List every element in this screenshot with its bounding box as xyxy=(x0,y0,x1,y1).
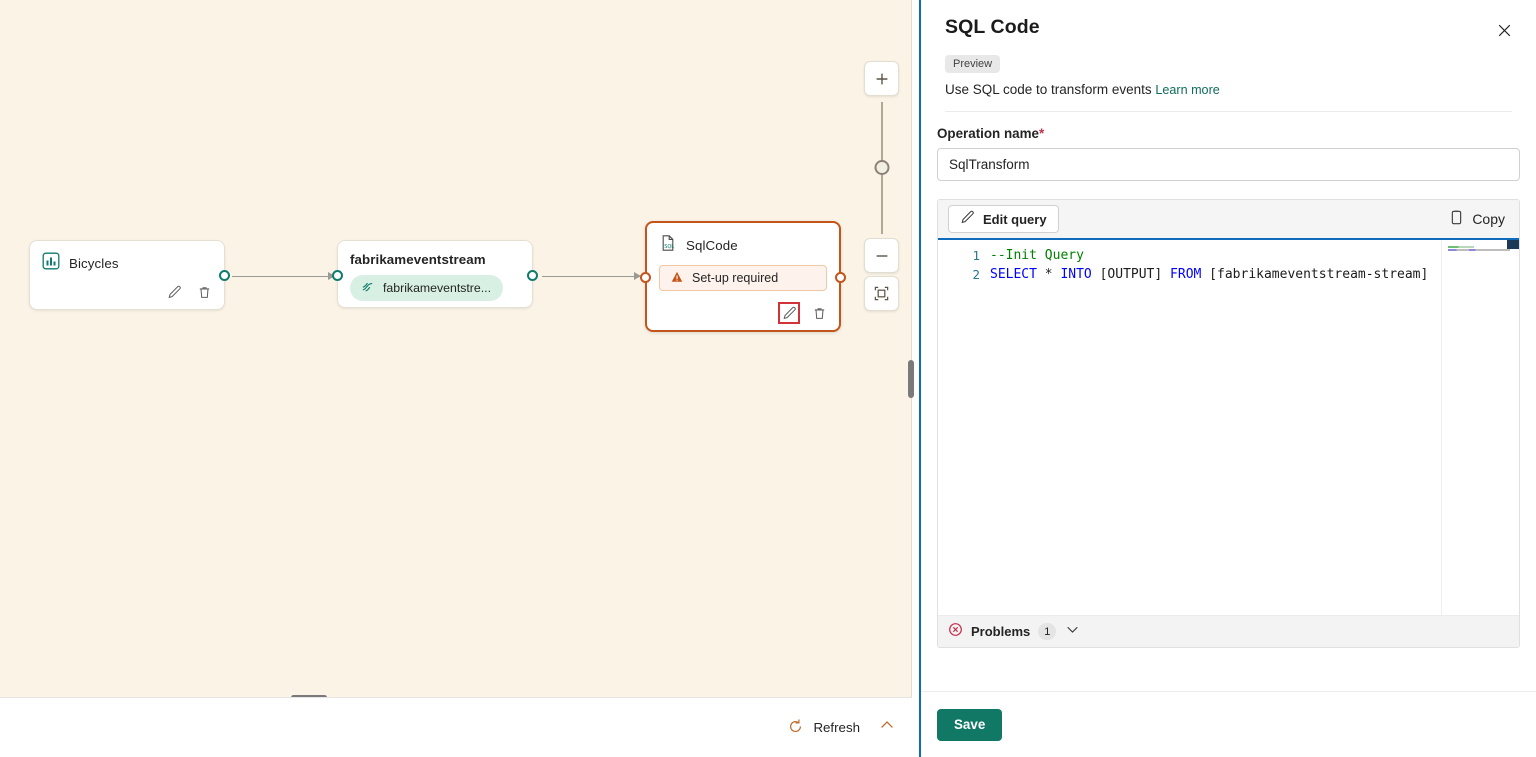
node-bicycles-output-port[interactable] xyxy=(219,270,230,281)
warning-icon xyxy=(670,270,684,287)
sqlcode-status-badge: Set-up required xyxy=(659,265,827,291)
node-bicycles-header: Bicycles xyxy=(30,241,224,275)
node-sqlcode-actions xyxy=(778,302,830,324)
chart-icon xyxy=(42,252,60,275)
code-line: --Init Query xyxy=(990,246,1441,265)
code-token: FROM xyxy=(1170,267,1202,282)
svg-text:SQL: SQL xyxy=(664,244,674,250)
minimap-scrollbar[interactable] xyxy=(1507,240,1519,249)
problems-count-badge: 1 xyxy=(1038,623,1057,640)
edit-query-label: Edit query xyxy=(983,211,1047,227)
node-sqlcode[interactable]: SQL SqlCode Set-up required xyxy=(640,221,846,332)
node-sqlcode-title: SqlCode xyxy=(686,238,738,253)
code-token: [OUTPUT] xyxy=(1091,267,1171,282)
panel-resize-handle[interactable] xyxy=(908,360,914,398)
sql-code-panel: SQL Code Preview Use SQL code to transfo… xyxy=(921,0,1536,757)
code-token: * xyxy=(1036,267,1061,282)
panel-subtitle: Use SQL code to transform events Learn m… xyxy=(945,82,1512,97)
node-fabrikameventstream[interactable]: fabrikameventstream fabrikameventstre... xyxy=(332,240,538,308)
fit-to-screen-button[interactable] xyxy=(864,276,899,311)
error-circle-icon xyxy=(948,622,963,642)
editor-minimap[interactable] xyxy=(1441,240,1519,615)
problems-bar[interactable]: Problems 1 xyxy=(938,615,1519,647)
editor-toolbar: Edit query Copy xyxy=(938,200,1519,238)
line-number: 1 xyxy=(972,248,980,263)
copy-icon xyxy=(1448,209,1465,229)
sql-file-icon: SQL xyxy=(659,234,677,257)
panel-header: SQL Code Preview Use SQL code to transfo… xyxy=(921,0,1536,112)
edge-eventstream-to-sqlcode xyxy=(542,276,640,277)
code-line: SELECT * INTO [OUTPUT] FROM [fabrikameve… xyxy=(990,265,1441,284)
zoom-in-button[interactable] xyxy=(864,61,899,96)
node-sqlcode-header: SQL SqlCode xyxy=(647,223,839,257)
zoom-controls xyxy=(864,61,899,311)
edit-icon[interactable] xyxy=(778,302,800,324)
canvas-bottom-bar: Refresh xyxy=(0,697,912,757)
zoom-out-button[interactable] xyxy=(864,238,899,273)
zoom-slider-thumb[interactable] xyxy=(874,160,889,175)
node-bicycles-actions xyxy=(163,281,215,303)
close-icon[interactable] xyxy=(1490,16,1518,44)
edge-arrow-1 xyxy=(328,272,335,280)
operation-name-label: Operation name* xyxy=(937,126,1520,141)
eventstream-pill: fabrikameventstre... xyxy=(350,275,503,301)
save-button[interactable]: Save xyxy=(937,708,1003,741)
node-bicycles[interactable]: Bicycles xyxy=(29,240,230,310)
learn-more-link[interactable]: Learn more xyxy=(1155,83,1220,97)
operation-name-input[interactable] xyxy=(937,148,1520,181)
node-sqlcode-input-port[interactable] xyxy=(640,272,651,283)
problems-label: Problems xyxy=(971,624,1031,639)
node-eventstream-title: fabrikameventstream xyxy=(350,252,486,267)
refresh-icon xyxy=(787,718,804,738)
delete-icon[interactable] xyxy=(808,302,830,324)
refresh-label: Refresh xyxy=(813,720,860,735)
flow-canvas[interactable]: Bicycles xyxy=(0,0,912,757)
code-vertical-scrollbar[interactable] xyxy=(1516,240,1519,615)
sqlcode-status-label: Set-up required xyxy=(692,271,779,285)
operation-name-label-text: Operation name xyxy=(937,126,1039,141)
edge-source-to-eventstream xyxy=(232,276,334,277)
edit-icon[interactable] xyxy=(163,281,185,303)
code-token: SELECT xyxy=(990,267,1037,282)
panel-divider xyxy=(911,0,912,697)
chevron-down-icon[interactable] xyxy=(1064,621,1081,643)
node-sqlcode-output-port[interactable] xyxy=(835,272,846,283)
chevron-up-icon[interactable] xyxy=(878,716,896,739)
preview-badge: Preview xyxy=(945,55,1001,73)
page-title: SQL Code xyxy=(945,16,1040,38)
pencil-icon xyxy=(960,210,975,228)
code-token: [fabrikameventstream-stream] xyxy=(1201,267,1429,282)
node-eventstream-input-port[interactable] xyxy=(332,270,343,281)
panel-body: Operation name* Edit query xyxy=(921,112,1536,691)
stream-icon xyxy=(360,279,375,297)
eventstream-pill-label: fabrikameventstre... xyxy=(383,281,491,295)
panel-footer: Save xyxy=(921,691,1536,757)
code-token: --Init Query xyxy=(990,248,1084,263)
zoom-slider-track[interactable] xyxy=(874,102,889,234)
node-eventstream-header: fabrikameventstream xyxy=(338,241,532,267)
required-marker: * xyxy=(1038,126,1045,141)
copy-button[interactable]: Copy xyxy=(1448,209,1509,229)
panel-focus-indicator xyxy=(919,0,921,757)
edit-query-button[interactable]: Edit query xyxy=(948,205,1059,233)
copy-label: Copy xyxy=(1472,211,1505,227)
line-number: 2 xyxy=(972,267,980,282)
delete-icon[interactable] xyxy=(193,281,215,303)
refresh-button[interactable]: Refresh xyxy=(787,718,860,738)
header-divider xyxy=(945,111,1512,112)
node-eventstream-output-port[interactable] xyxy=(527,270,538,281)
node-bicycles-title: Bicycles xyxy=(69,256,119,271)
flow-canvas-surface[interactable]: Bicycles xyxy=(0,0,912,697)
panel-subtitle-text: Use SQL code to transform events xyxy=(945,82,1152,97)
edge-arrow-2 xyxy=(634,272,641,280)
code-token: INTO xyxy=(1060,267,1092,282)
